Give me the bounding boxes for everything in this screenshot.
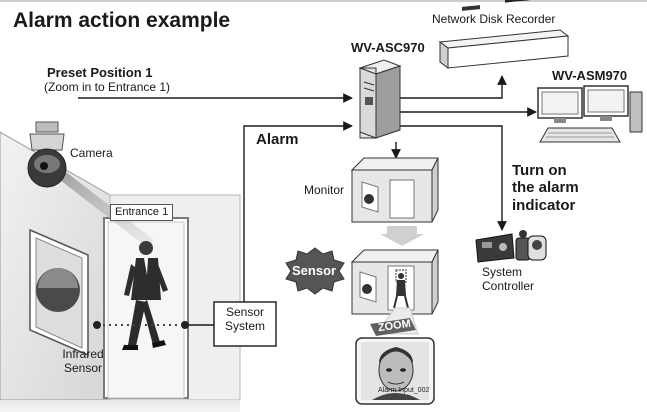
sensor-burst-label: Sensor [292,263,337,278]
infrared-sensor-label: Infrared Sensor [55,347,111,376]
pc-label: WV-ASM970 [552,68,628,83]
sensor-system-label: Sensor System [220,305,270,334]
sensor-system-box [213,301,277,347]
server-to-controller-arrow [396,125,507,231]
zoomed-face-frame [355,337,435,405]
server-tower-icon [358,59,402,139]
system-controller-line-2: Controller [482,278,535,293]
alarm-indicator-line-1: Turn on [512,162,567,179]
alarm-indicator-line-2: the alarm [512,179,579,197]
camera-beam [60,172,154,248]
alarm-arrow [243,121,353,308]
page-title: Alarm action example [13,9,231,32]
zoom-caption-label: Alarm Input_002 [378,387,430,394]
alarm-monitor-panel-icon [350,249,439,315]
sensor-system-line-1: Sensor [225,305,265,319]
preset-description-label: (Zoom in to Entrance 1) [44,80,171,94]
infrared-sensor-line-2: Sensor [63,360,103,375]
entrance-label: Entrance 1 [110,204,174,221]
system-controller-label: System Controller [482,265,535,294]
walking-person-icon [122,241,168,350]
infrared-beam [93,321,189,329]
alarm-indicator-label: Turn on the alarm indicator [512,162,579,214]
sensor-system-line-2: System [224,318,265,333]
server-to-recorder-arrow [396,75,507,99]
network-disk-recorder-icon [438,0,570,69]
alarm-label: Alarm [256,131,299,148]
system-controller-line-1: System [482,265,523,279]
infrared-sensor-icon [93,321,101,329]
monitor-panel-icon [350,157,439,223]
camera-label: Camera [70,146,113,160]
transition-arrow [380,226,424,246]
infrared-sensor-icon-right [181,321,189,329]
pc-workstation-icon [537,85,643,143]
camera-icon [27,121,67,188]
alarm-indicator-line-3: indicator [512,196,576,214]
infrared-sensor-line-1: Infrared [62,347,104,361]
server-label: WV-ASC970 [351,40,425,55]
sensor-burst-icon [285,247,345,295]
connectors [78,75,537,326]
zoom-badge [370,318,416,336]
monitor-label: Monitor [304,183,345,197]
recorder-label: Network Disk Recorder [432,12,556,26]
system-controller-icon [475,230,547,263]
preset-position-label: Preset Position 1 [47,65,153,80]
